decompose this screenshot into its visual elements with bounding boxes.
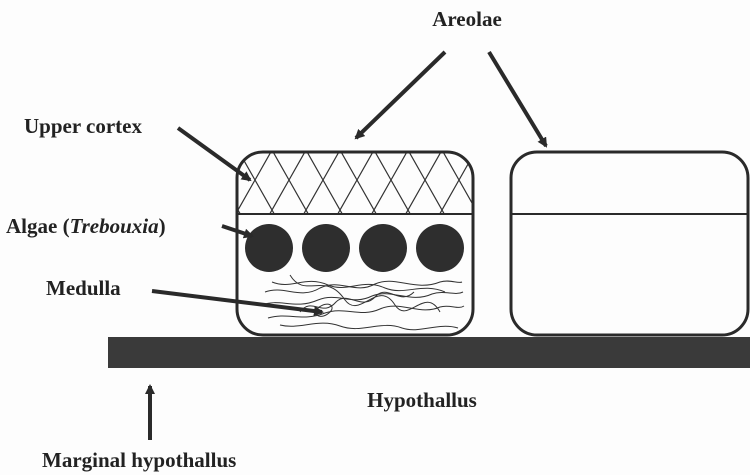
upper-cortex-layer xyxy=(237,152,473,214)
hypothallus-bar xyxy=(108,337,750,368)
algae-cell xyxy=(359,224,407,272)
algae-cell xyxy=(245,224,293,272)
right-areole-outline xyxy=(511,152,748,335)
areolae-arrow-left xyxy=(356,52,445,138)
algae-label-suffix: ) xyxy=(159,214,166,238)
algae-cells xyxy=(245,224,464,272)
medulla-hyphae xyxy=(262,275,464,330)
areolae-label: Areolae xyxy=(432,7,502,31)
upper-cortex-arrow xyxy=(178,128,250,180)
algae-label: Algae (Trebouxia) xyxy=(6,214,166,238)
marginal-hypothallus-label: Marginal hypothallus xyxy=(42,448,236,472)
right-areole xyxy=(511,152,748,335)
algae-genus-name: Trebouxia xyxy=(70,214,159,238)
hypothallus-label: Hypothallus xyxy=(367,388,477,412)
upper-cortex-label: Upper cortex xyxy=(24,114,142,138)
algae-label-prefix: Algae ( xyxy=(6,214,70,238)
areolae-arrow-right xyxy=(489,52,546,146)
algae-cell xyxy=(416,224,464,272)
algae-cell xyxy=(302,224,350,272)
medulla-label: Medulla xyxy=(46,276,121,300)
